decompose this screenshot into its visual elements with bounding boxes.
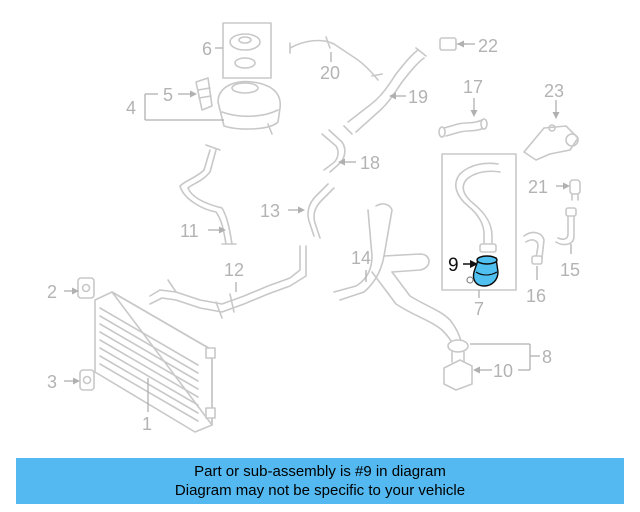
callout-13: 13 (260, 201, 280, 221)
tank-bracket-part (195, 77, 213, 111)
vent-hose-20-part (289, 36, 383, 81)
callout-9: 9 (448, 255, 459, 276)
callout-15: 15 (560, 260, 580, 280)
arrow-9 (470, 260, 478, 268)
radiator-part (94, 291, 216, 433)
flange-10-part (443, 339, 492, 391)
callout-16: 16 (526, 286, 546, 306)
hose-17-part (438, 98, 488, 138)
lower-mount-bracket-part (64, 369, 95, 391)
callout-20: 20 (320, 63, 340, 83)
callout-8: 8 (542, 347, 552, 367)
callout-10: 10 (493, 361, 513, 381)
upper-mount-bracket-part (64, 277, 95, 299)
parts-diagram: 1 2 3 6 4 5 20 (47, 22, 581, 434)
callout-21: 21 (528, 177, 548, 197)
expansion-tank-part (217, 80, 281, 135)
coolant-hose-19-part (343, 47, 427, 135)
hose-15-part (555, 207, 577, 254)
callout-11: 11 (180, 221, 199, 241)
callout-5: 5 (163, 85, 173, 105)
arrow-5 (190, 90, 197, 98)
hose-14-part (333, 203, 463, 347)
callout-18: 18 (360, 153, 380, 173)
callout-14: 14 (351, 248, 371, 268)
hose-16-part (523, 231, 545, 280)
hose-7-part (455, 162, 501, 298)
callout-7: 7 (474, 299, 484, 319)
connector-22-part (439, 37, 475, 51)
hose-13-part (288, 183, 335, 239)
callout-1: 1 (142, 414, 152, 434)
callout-2: 2 (47, 282, 57, 302)
pipe-12-part (149, 245, 307, 319)
flange-23-part (523, 100, 579, 161)
callout-6: 6 (202, 39, 212, 59)
tank-cap-set-part (215, 22, 272, 79)
callout-19: 19 (408, 87, 428, 107)
connector-21-part (556, 179, 581, 201)
hose-18-part (321, 129, 356, 173)
hose-11-part (179, 144, 237, 245)
callout-3: 3 (47, 372, 57, 392)
info-banner: Part or sub-assembly is #9 in diagram Di… (16, 458, 624, 504)
banner-line-1: Part or sub-assembly is #9 in diagram (194, 463, 446, 480)
callout-4: 4 (126, 98, 136, 118)
callout-22: 22 (478, 36, 498, 56)
callout-12: 12 (224, 260, 244, 280)
highlighted-part-9[interactable] (466, 255, 499, 287)
banner-line-2: Diagram may not be specific to your vehi… (174, 482, 466, 499)
callout-17: 17 (463, 77, 483, 97)
callout-23: 23 (544, 81, 564, 101)
